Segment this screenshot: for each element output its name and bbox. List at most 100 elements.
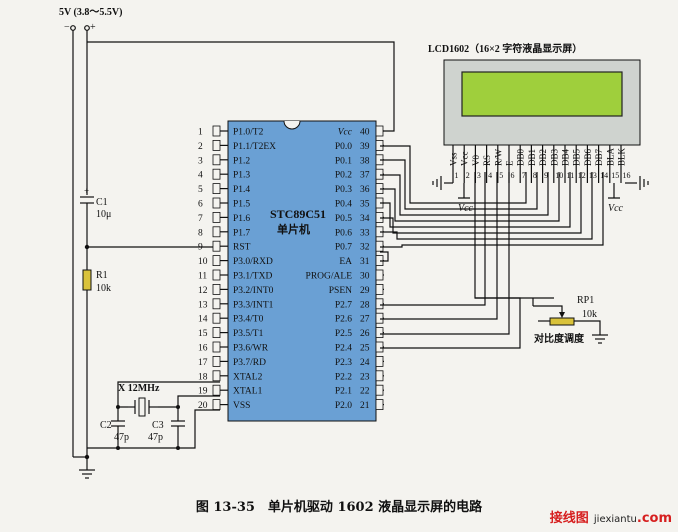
mcu-pin-name: P1.0/T2 (233, 128, 264, 138)
rp1-value: 10k (582, 309, 597, 320)
mcu-pin-number: 2 (198, 142, 203, 152)
mcu-pin-number: 1 (198, 128, 203, 138)
lcd-pin-name: DB7 (594, 148, 604, 166)
mcu-pin-25-pad (375, 341, 384, 353)
mcu-pin-number: 31 (360, 257, 370, 267)
lcd-pin-number: 15 (611, 171, 619, 180)
svg-text:+: + (84, 186, 89, 196)
vcc-to-pin40-wire (87, 41, 395, 132)
mcu-pin-19-pad (212, 384, 221, 396)
supply-plus: + (90, 22, 96, 33)
mcu-pin-number: 3 (198, 156, 203, 166)
mcu-pin-number: 24 (360, 358, 370, 368)
c1-value: 10μ (96, 209, 111, 220)
mcu-pin-26-pad (375, 327, 384, 339)
mcu-pin-name: P2.4 (335, 344, 352, 354)
mcu-pin-number: 4 (198, 171, 203, 181)
mcu-pin-number: 40 (360, 128, 370, 138)
mcu-notch (283, 120, 301, 130)
mcu-pin-number: 36 (360, 185, 370, 195)
mcu-pin-number: 30 (360, 272, 370, 282)
mcu-pin-4-pad (212, 168, 221, 180)
watermark-dotcom: .com (636, 511, 672, 526)
mcu-pin-14-pad (212, 312, 221, 324)
mcu-pin-10-pad (212, 255, 221, 267)
mcu-pin-12-pad (212, 283, 221, 295)
lcd-pin-name: BLK (617, 147, 627, 166)
mcu-pin-number: 39 (360, 142, 370, 152)
lcd-screen (461, 71, 623, 117)
mcu-pin-number: 27 (360, 315, 370, 325)
mcu-pin-number: 22 (360, 387, 370, 397)
mcu-name: STC89C51 (270, 207, 326, 221)
mcu-pin-name: P3.4/T0 (233, 315, 264, 325)
figure-caption: 图 13-35 单片机驱动 1602 液晶显示屏的电路 (195, 500, 483, 515)
mcu-pin-name: P3.6/WR (233, 344, 269, 354)
mcu-pin-number: 38 (360, 156, 370, 166)
mcu-pin-name: P3.0/RXD (233, 257, 273, 267)
mcu-pin-name: P0.1 (335, 156, 352, 166)
mcu-pin-name: VSS (233, 401, 250, 411)
mcu-pin-name: P3.7/RD (233, 358, 266, 368)
lcd-pin-name: DB1 (527, 149, 537, 166)
mcu-pin-number: 29 (360, 286, 370, 296)
mcu-pin-name: P3.1/TXD (233, 272, 272, 282)
supply-plus-terminal (84, 25, 90, 31)
mcu-pin-name: P3.2/INT0 (233, 286, 274, 296)
mcu-pin-40-pad (375, 125, 384, 137)
c3-value: 47p (148, 432, 163, 443)
mcu-pin-name: P3.3/INT1 (233, 300, 274, 310)
mcu-pin-28-pad (375, 298, 384, 310)
mcu-pin-17-pad (212, 355, 221, 367)
mcu-pin-name: P0.0 (335, 142, 352, 152)
mcu-pin-23-pad (375, 370, 384, 382)
lcd-pin-number: 8 (533, 171, 537, 180)
lcd-pins: 1Vss2Vcc3V04RS5R/W6E7DB08DB19DB210DB311D… (449, 145, 631, 183)
lcd-pin-name: RS (482, 155, 492, 166)
xtal2-wire (117, 381, 220, 408)
mcu-pin-number: 28 (360, 300, 370, 310)
mcu-pin-22-pad (375, 384, 384, 396)
mcu-chip (227, 120, 377, 422)
mcu-pin-number: 10 (198, 257, 208, 267)
mcu-pin-name: P1.6 (233, 214, 250, 224)
lcd-title: LCD1602（16×2 字符液晶显示屏） (428, 42, 582, 55)
mcu-pin-29-pad (375, 283, 384, 295)
mcu-pin-number: 8 (198, 228, 203, 238)
mcu-pin-24-pad (375, 355, 384, 367)
mcu-pin-name: P3.5/T1 (233, 329, 264, 339)
mcu-pin-name: Vcc (338, 128, 353, 138)
mcu-pin-number: 32 (360, 243, 370, 253)
supply-minus: − (64, 22, 70, 33)
lcd-pin-number: 12 (578, 171, 586, 180)
mcu-pin-number: 6 (198, 200, 203, 210)
mcu-pin-name: P1.7 (233, 228, 250, 238)
lcd-pin-number: 13 (589, 171, 597, 180)
mcu-pin-number: 19 (198, 387, 208, 397)
r1-resistor (82, 269, 92, 291)
lcd-pin-name: DB3 (549, 148, 559, 166)
lcd-vcc-label-right: Vcc (608, 203, 624, 214)
mcu-pin-number: 34 (360, 214, 370, 224)
mcu-pin-name: P0.3 (335, 185, 352, 195)
supply-minus-terminal (70, 25, 76, 31)
mcu-pin-number: 21 (360, 401, 370, 411)
mcu-pin-27-pad (375, 312, 384, 324)
mcu-pin-name: P2.6 (335, 315, 352, 325)
mcu-pin-name: P2.5 (335, 329, 352, 339)
lcd-pin-name: R/W (493, 148, 503, 166)
mcu-pin-name: XTAL1 (233, 387, 263, 397)
mcu-pin-number: 25 (360, 344, 370, 354)
c3-ref: C3 (152, 420, 164, 431)
mcu-pin-number: 13 (198, 300, 208, 310)
mcu-pin-name: RST (233, 243, 251, 253)
mcu-pin-number: 14 (198, 315, 208, 325)
mcu-pin-20-pad (212, 399, 221, 411)
mcu-pin-name: P1.3 (233, 171, 250, 181)
mcu-pin-name: P2.0 (335, 401, 352, 411)
mcu-pin-name: P2.1 (335, 387, 352, 397)
mcu-pin-number: 23 (360, 372, 370, 382)
mcu-pin-name: XTAL2 (233, 372, 263, 382)
